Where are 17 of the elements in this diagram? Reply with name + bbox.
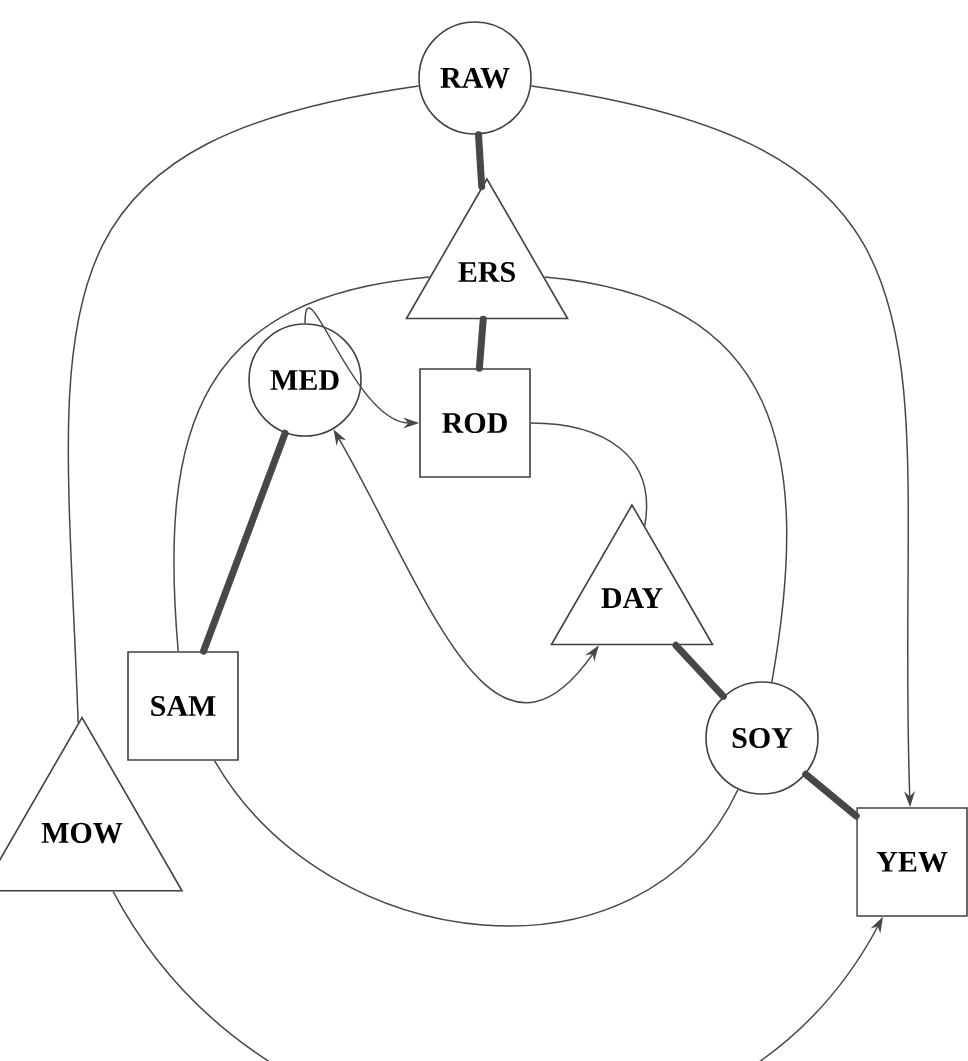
curved-line — [543, 276, 788, 683]
thick-connector — [802, 770, 860, 820]
thick-connector — [475, 315, 487, 372]
circle-node: SOY — [705, 681, 819, 795]
curved-line — [530, 422, 648, 527]
circle-node: MED — [248, 323, 362, 437]
thick-connector — [200, 429, 289, 655]
curved-line — [173, 276, 431, 652]
curved-line — [213, 760, 739, 926]
thick-connector — [672, 641, 727, 700]
curved-arrow — [112, 890, 883, 1061]
square-node: ROD — [419, 368, 531, 478]
circle-node: RAW — [418, 21, 532, 135]
square-node: YEW — [856, 807, 968, 917]
square-node: SAM — [127, 651, 239, 761]
curved-line — [67, 85, 420, 724]
thick-connector — [475, 131, 486, 191]
